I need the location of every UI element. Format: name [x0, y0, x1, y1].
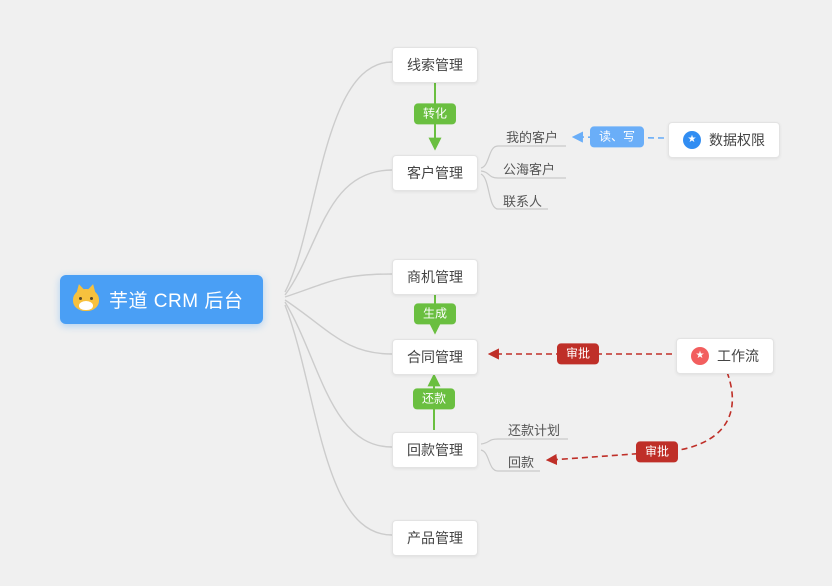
star-glyph: ★ — [695, 350, 705, 361]
node-customer: 客户管理 — [392, 155, 478, 191]
link-root-contract — [284, 299, 393, 355]
subnode-contacts: 联系人 — [503, 194, 543, 209]
node-receivable: 回款管理 — [392, 432, 478, 468]
link-customer-my-customers — [480, 145, 566, 169]
link-customer-contacts — [480, 173, 548, 210]
subnode-my-customers: 我的客户 — [506, 130, 559, 145]
link-receivable-repayment-plan — [480, 438, 568, 445]
edge-label-repay: 还款 — [412, 388, 456, 410]
node-product: 产品管理 — [392, 520, 478, 556]
workflow-label: 工作流 — [717, 348, 759, 364]
link-root-customer — [284, 169, 393, 296]
link-root-leads — [284, 61, 393, 293]
subnode-payment: 回款 — [508, 455, 535, 470]
node-workflow: ★ 工作流 — [676, 338, 774, 374]
edge-label-generate: 生成 — [413, 303, 457, 325]
root-node-crm-backend: 芋道 CRM 后台 — [60, 275, 264, 324]
star-glyph: ★ — [687, 134, 697, 145]
link-receivable-payment — [480, 449, 540, 472]
node-opportunity: 商机管理 — [392, 259, 478, 295]
root-label: 芋道 CRM 后台 — [109, 291, 244, 312]
subnode-public-customers: 公海客户 — [503, 162, 556, 177]
edge-label-read-write: 读、写 — [589, 126, 645, 148]
dog-muzzle — [79, 300, 93, 310]
edge-label-approve-contract: 审批 — [556, 343, 600, 365]
star-icon: ★ — [683, 131, 701, 149]
node-contract: 合同管理 — [392, 339, 478, 375]
star-icon: ★ — [691, 347, 709, 365]
edge-label-approve-receivable: 审批 — [635, 441, 679, 463]
dog-eye-right — [90, 296, 93, 300]
node-data-permission: ★ 数据权限 — [668, 122, 780, 158]
subnode-repayment-plan: 还款计划 — [508, 423, 561, 438]
dog-eye-left — [79, 296, 82, 300]
node-leads: 线索管理 — [392, 47, 478, 83]
edge-label-transform: 转化 — [413, 103, 457, 125]
data-permission-label: 数据权限 — [709, 132, 765, 148]
link-root-product — [284, 304, 393, 536]
dog-icon — [73, 288, 99, 311]
link-root-receivable — [284, 301, 393, 448]
link-root-opportunity — [284, 273, 393, 298]
link-customer-public-customers — [480, 170, 566, 179]
